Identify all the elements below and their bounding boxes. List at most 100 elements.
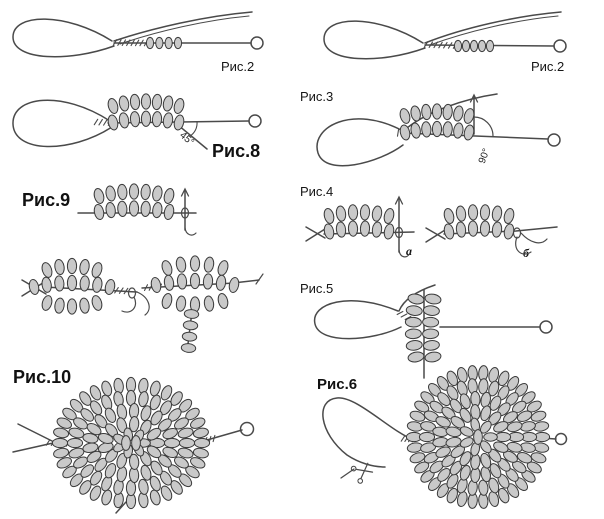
wire	[305, 226, 326, 239]
figure-label-fig3: Рис.3	[300, 89, 333, 104]
bead	[56, 457, 72, 469]
bead	[176, 273, 188, 290]
wire	[425, 227, 446, 240]
bead	[421, 103, 432, 121]
bead	[80, 408, 95, 422]
bead	[359, 204, 371, 221]
bead	[437, 467, 451, 482]
bead	[129, 416, 140, 433]
bead	[41, 295, 53, 311]
bead	[399, 124, 411, 141]
wire	[180, 187, 190, 197]
bead	[91, 295, 103, 311]
bead	[193, 437, 211, 449]
bead	[217, 260, 229, 276]
wire	[103, 119, 108, 126]
bead	[473, 429, 483, 445]
figure-basic-loop-left: Рис.2	[12, 11, 264, 74]
bead	[371, 205, 383, 222]
bead	[97, 432, 114, 444]
wire	[322, 397, 415, 468]
bead	[190, 457, 206, 469]
bead	[170, 480, 183, 495]
scissors-handle	[350, 465, 357, 472]
bead	[138, 391, 149, 408]
bead	[91, 262, 103, 278]
bead	[101, 489, 113, 506]
bead	[498, 370, 510, 387]
bead	[459, 426, 474, 437]
bead	[150, 410, 163, 426]
wire	[473, 116, 494, 137]
bead	[359, 220, 371, 237]
bead	[101, 380, 113, 397]
bead	[407, 293, 425, 305]
bead	[41, 262, 53, 278]
wire-wrap-loop	[394, 226, 404, 239]
wire	[423, 41, 429, 48]
bead	[493, 441, 509, 453]
bead	[86, 423, 102, 436]
bead	[163, 203, 175, 221]
bead	[478, 378, 489, 395]
bead	[54, 297, 65, 314]
bead	[140, 464, 152, 481]
bead	[173, 98, 185, 114]
bead	[161, 260, 173, 276]
wire	[177, 124, 208, 150]
bead	[161, 293, 173, 309]
wire	[428, 41, 434, 48]
wire	[443, 41, 448, 49]
bead	[173, 36, 183, 50]
wire	[136, 291, 150, 316]
bead	[407, 351, 425, 363]
wire	[447, 42, 453, 49]
bead	[79, 480, 92, 495]
wire	[189, 121, 198, 137]
bead	[431, 120, 443, 138]
bead	[51, 437, 69, 449]
bead	[149, 380, 161, 397]
bead	[105, 201, 116, 219]
bead	[422, 328, 440, 340]
figure-label-fig5: Рис.5	[300, 281, 333, 296]
bead	[162, 427, 178, 440]
wire-end-loop	[250, 36, 264, 50]
wire-end-loop	[554, 432, 568, 446]
bead	[485, 39, 495, 53]
bead	[477, 39, 487, 53]
scissors-handle	[357, 478, 364, 484]
wire	[360, 462, 369, 479]
angle-annotation-90: 90°	[477, 147, 493, 165]
bead	[151, 93, 163, 111]
figure-bead-rows-with-arrow: Рис.9	[22, 183, 197, 236]
bead	[56, 417, 72, 429]
wire	[45, 439, 51, 446]
bead	[175, 256, 187, 273]
bead	[455, 205, 467, 222]
bead	[181, 331, 198, 342]
bead	[443, 223, 455, 240]
bead	[405, 305, 423, 316]
figure-label-fig9: Рис.9	[22, 190, 70, 210]
figure-large-bead-leaf: Рис.10	[12, 367, 255, 514]
bead	[28, 279, 40, 295]
wire	[212, 434, 216, 443]
bead	[53, 427, 70, 439]
bead	[180, 343, 197, 353]
bead	[442, 121, 453, 138]
bead	[414, 400, 430, 413]
wire	[323, 20, 426, 60]
bead	[323, 208, 335, 224]
figure-label-fig2-right: Рис.2	[531, 59, 564, 74]
bead	[192, 447, 209, 459]
bead	[228, 276, 240, 294]
bead	[121, 435, 131, 451]
wire	[130, 39, 135, 47]
bead	[453, 122, 464, 139]
bead	[470, 453, 481, 470]
bead	[410, 122, 421, 139]
bead	[467, 220, 479, 237]
bead	[404, 316, 422, 328]
